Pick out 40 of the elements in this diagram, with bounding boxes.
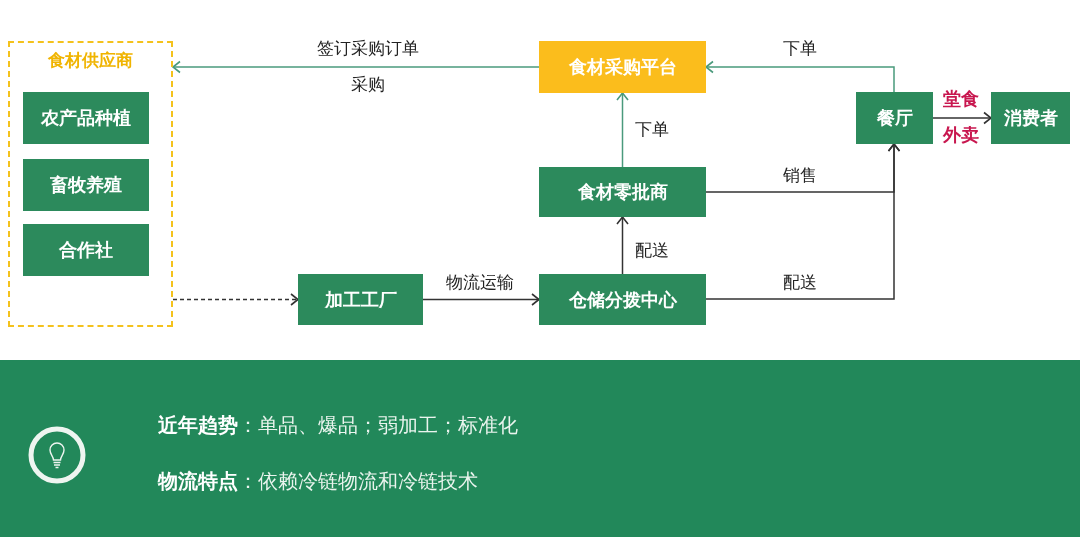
node-text: 食材零批商 (577, 180, 668, 204)
info-text: 物流特点：依赖冷链物流和冷链技术 (158, 468, 478, 494)
arrow (616, 92, 629, 168)
process-box (298, 274, 423, 325)
process-box (991, 92, 1070, 144)
annotation-text: 采购 (349, 73, 387, 95)
process-box (23, 159, 149, 211)
node-text: 加工工厂 (324, 287, 397, 312)
edge-label: 下单 (781, 37, 819, 59)
process-box (856, 92, 933, 144)
arrow (616, 216, 629, 275)
annotation-text: 外卖 (941, 124, 981, 146)
group-title: 食材供应商 (48, 49, 133, 71)
arrow (422, 293, 540, 306)
process-box (23, 224, 149, 276)
edge-label: 配送 (633, 239, 671, 261)
edge-label: 签订采购订单 (315, 37, 421, 59)
arrow (172, 60, 540, 74)
process-box (539, 274, 706, 325)
highlight-box (539, 41, 706, 93)
node-text: 合作社 (59, 238, 113, 262)
node-text: 食材采购平台 (568, 55, 677, 79)
info-panel (0, 360, 1080, 537)
node-text: 餐厅 (876, 106, 913, 130)
edge-label: 堂食 (941, 88, 981, 110)
node-text: 农产品种植 (41, 106, 131, 130)
dashed-arrow (172, 293, 299, 306)
node-text: 消费者 (1003, 106, 1058, 130)
edge-label: 下单 (633, 118, 671, 140)
arrow (705, 143, 901, 300)
process-box (539, 167, 706, 217)
process-box (23, 92, 149, 144)
info-text: 近年趋势：单品、爆品；弱加工；标准化 (158, 412, 518, 438)
dashed-group-frame (8, 41, 173, 327)
arrow (932, 111, 992, 125)
edge-label: 物流运输 (444, 271, 516, 293)
node-text: 仓储分拨中心 (568, 287, 677, 312)
arrow (705, 60, 895, 93)
edge-label: 配送 (781, 271, 819, 293)
node-text: 畜牧养殖 (50, 173, 122, 197)
